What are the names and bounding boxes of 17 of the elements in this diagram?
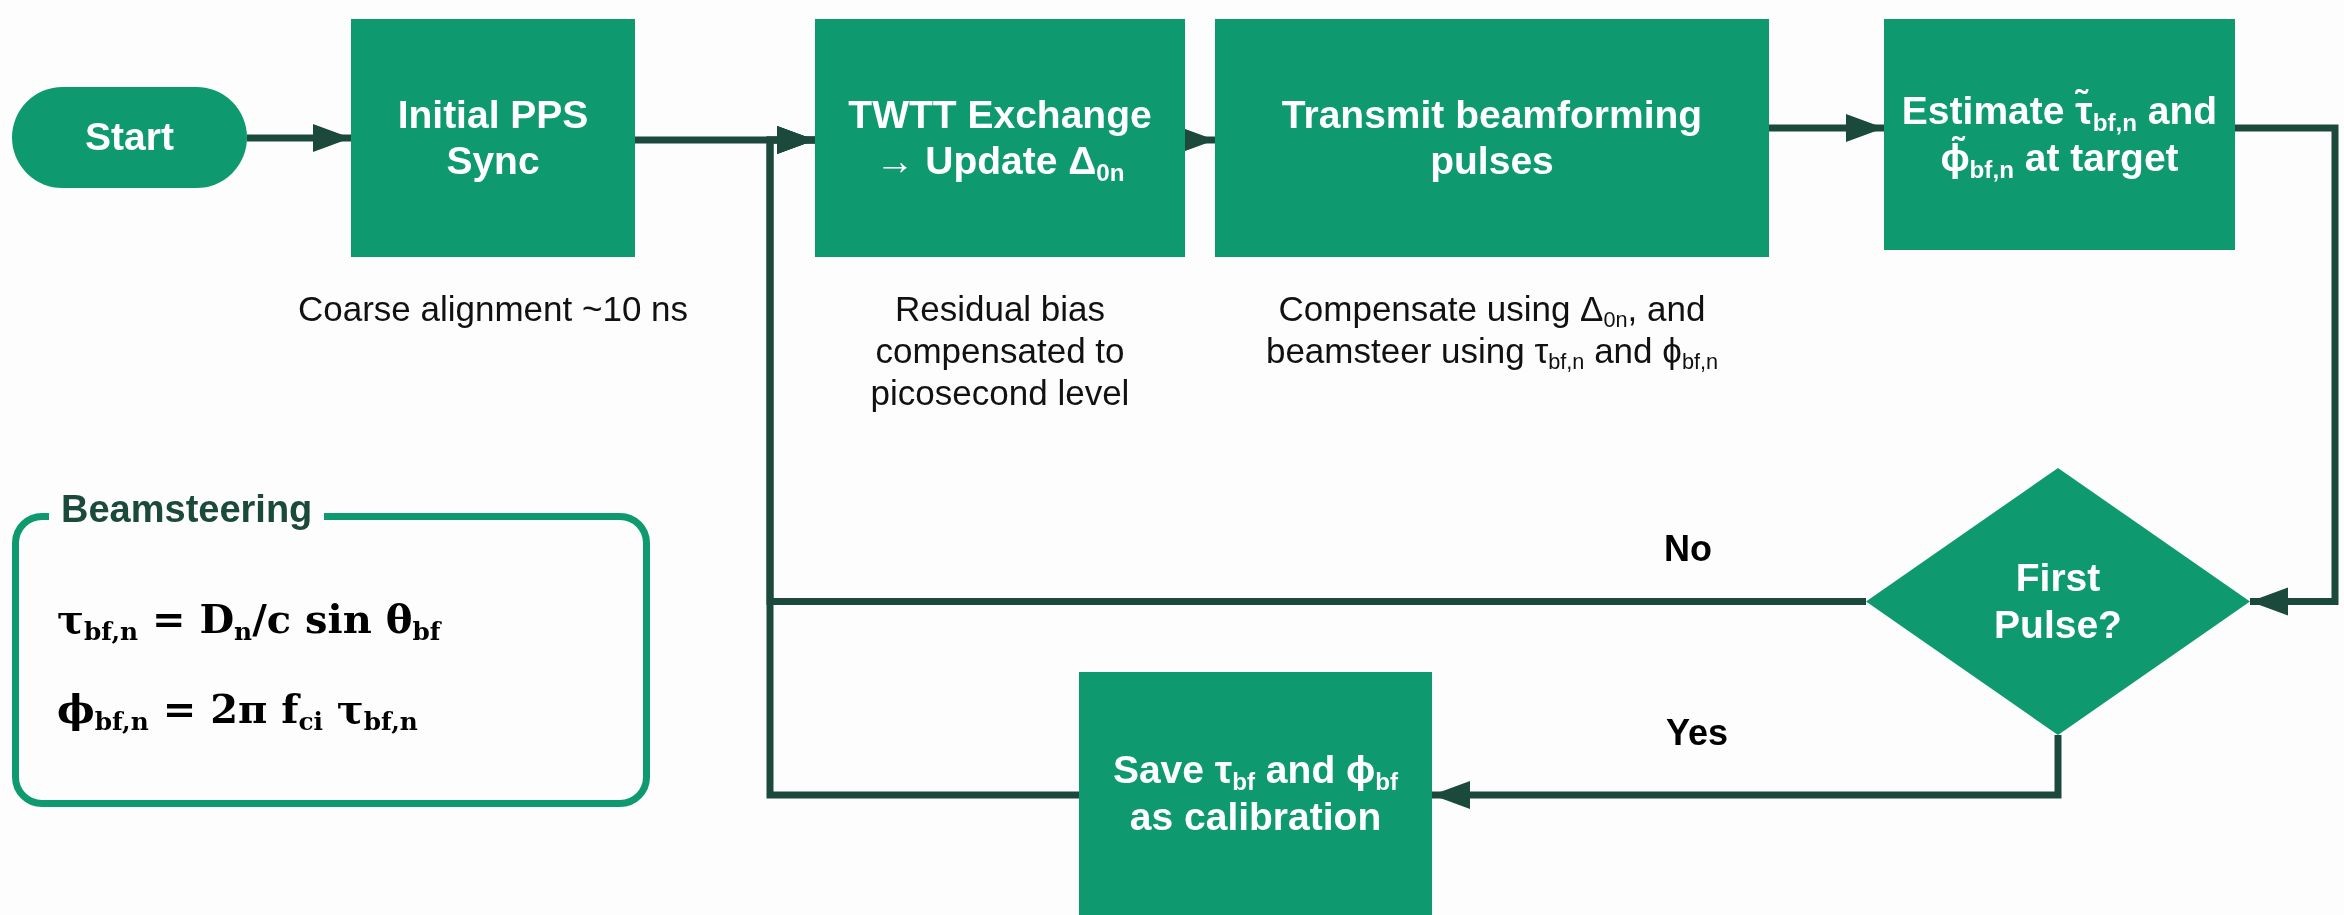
decision-label: First Pulse? bbox=[1993, 555, 2123, 648]
arrow bbox=[766, 126, 1079, 799]
arrow bbox=[2235, 124, 2339, 616]
process-box: Transmit beamforming pulses bbox=[1215, 19, 1769, 257]
arrow bbox=[1432, 735, 2062, 809]
process-box: TWTT Exchange → Update Δ$_{0n}$ bbox=[815, 19, 1185, 257]
formula: τ$_{bf,n}$ = D$_{n}$/c sin θ$_{bf}$ bbox=[57, 595, 441, 642]
start-terminal: Start bbox=[12, 87, 247, 188]
arrow bbox=[1769, 114, 1884, 142]
process-box: Save τ$_{bf}$ and ϕ$_{bf}$ as calibration bbox=[1079, 672, 1432, 915]
annotation: Compensate using Δ$_{0n}$, and beamsteer using τ$_{bf,n}$ and ϕ$_{bf,n}$ bbox=[1264, 288, 1720, 372]
formula: ϕ$_{bf,n}$ = 2π f$_{ci}$ τ$_{bf,n}$ bbox=[57, 685, 418, 732]
arrow bbox=[247, 124, 351, 152]
annotation: Coarse alignment ~10 ns bbox=[296, 288, 690, 330]
process-box: Estimate τ̃$_{bf,n}$ and ϕ̃$_{bf,n}$ at target bbox=[1884, 19, 2235, 250]
process-box: Initial PPS Sync bbox=[351, 19, 635, 257]
annotation: Residual bias compensated to picosecond level bbox=[869, 288, 1131, 414]
